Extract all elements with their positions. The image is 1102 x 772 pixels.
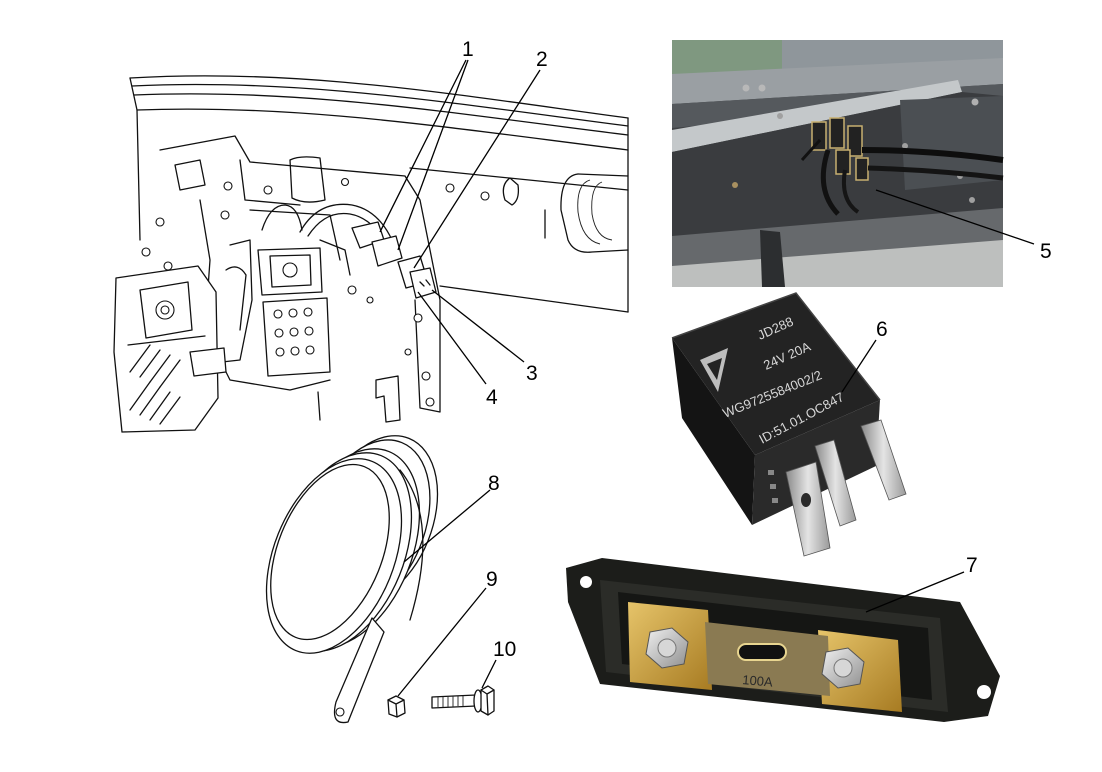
- frame-assembly-drawing: [113, 75, 629, 433]
- leader-line-2: [413, 69, 541, 269]
- callout-10: 10: [493, 638, 516, 661]
- leader-line-1b: [397, 59, 469, 251]
- nut-drawing: [387, 695, 406, 718]
- fuse-rating-label: 100A: [742, 672, 774, 690]
- callout-9: 9: [486, 568, 498, 591]
- leader-line-10: [481, 659, 497, 689]
- callout-5: 5: [1040, 240, 1052, 263]
- callout-2: 2: [536, 48, 548, 71]
- relay-pins: [785, 419, 907, 557]
- callout-4: 4: [486, 386, 498, 409]
- leader-line-7: [865, 571, 965, 613]
- callout-7: 7: [966, 554, 978, 577]
- callout-3: 3: [526, 362, 538, 385]
- leader-line-5: [875, 189, 1035, 245]
- callout-labels: 1 2 3 4 5 6 7 8 9 10: [462, 38, 1052, 661]
- leader-line-3: [431, 289, 525, 363]
- bolt-drawing: [431, 685, 495, 716]
- callout-8: 8: [488, 472, 500, 495]
- callout-1: 1: [462, 38, 474, 61]
- chassis-photo: [672, 40, 1004, 287]
- leader-line-6: [841, 339, 877, 393]
- fuse-holder-photo: 100A: [566, 558, 1000, 722]
- logo-emblem: [700, 348, 728, 392]
- horn-drawing: [265, 435, 439, 724]
- leader-line-9: [397, 587, 487, 697]
- callout-6: 6: [876, 318, 888, 341]
- leader-line-4: [417, 291, 487, 385]
- leader-line-1a: [379, 59, 467, 233]
- leader-line-8: [403, 489, 491, 563]
- leader-lines: [379, 59, 1035, 697]
- relay-photo: JD288 24V 20A WG9725584002/2 ID:51.01.OC…: [671, 292, 907, 557]
